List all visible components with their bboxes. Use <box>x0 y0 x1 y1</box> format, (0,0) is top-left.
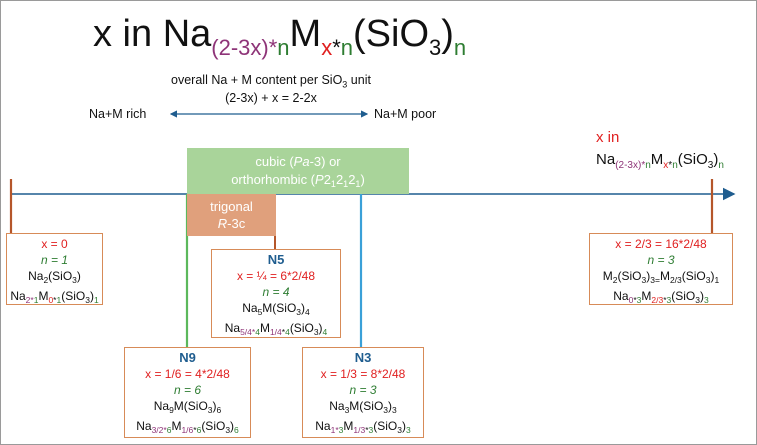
label-rich: Na+M rich <box>89 107 147 121</box>
label-poor: Na+M poor <box>374 107 437 121</box>
box-x0: x = 0 n = 1 Na2(SiO3) Na2*1M0*1(SiO3)1 <box>6 233 103 305</box>
page-title: x in Na(2-3x)*nMx*n(SiO3)n <box>93 13 467 60</box>
box-n3: N3 x = 1/3 = 8*2/48 n = 3 Na3M(SiO3)3 Na… <box>302 347 424 438</box>
content-equation: (2-3x) + x = 2-2x <box>225 91 317 105</box>
content-label: overall Na + M content per SiO3 unit <box>171 73 371 90</box>
trigonal-region: trigonal R-3c <box>187 194 276 236</box>
box-x23: x = 2/3 = 16*2/48 n = 3 M2(SiO3)3=M2/3(S… <box>589 233 733 305</box>
cubic-orthorhombic-region: cubic (Pa-3) or orthorhombic (P212121) <box>187 148 409 194</box>
corner-formula: x in Na(2-3x)*nMx*n(SiO3)n <box>596 129 724 171</box>
box-n9: N9 x = 1/6 = 4*2/48 n = 6 Na9M(SiO3)6 Na… <box>124 347 251 438</box>
box-n5: N5 x = ¼ = 6*2/48 n = 4 Na5M(SiO3)4 Na5/… <box>211 249 341 338</box>
